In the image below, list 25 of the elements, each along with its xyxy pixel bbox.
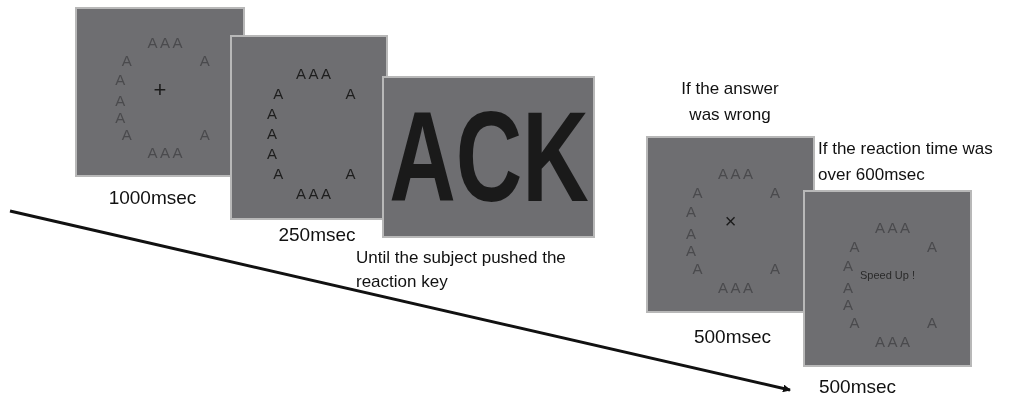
stimulus-letter: A bbox=[345, 165, 356, 181]
condition-caption: If the answer was wrong bbox=[680, 78, 780, 126]
stimulus-letter: A bbox=[267, 145, 278, 161]
stimulus-letter: A bbox=[267, 105, 278, 121]
condition-caption: If the reaction time was over 600msec bbox=[818, 138, 994, 186]
stimulus-screen bbox=[75, 7, 245, 177]
stimulus-text: + bbox=[153, 75, 167, 104]
screen-caption: 1000msec bbox=[107, 186, 198, 210]
stimulus-letter: A A A bbox=[296, 185, 332, 201]
stimulus-letter: A bbox=[345, 85, 356, 101]
screen-caption: Until the subject pushed the reaction key bbox=[356, 247, 567, 293]
stimulus-screen bbox=[803, 190, 972, 367]
stimulus-screen bbox=[382, 76, 595, 238]
duration-label: 500msec bbox=[817, 375, 898, 399]
stimulus-letter: A bbox=[273, 165, 284, 181]
stimulus-text: ACK bbox=[388, 93, 589, 221]
stimulus-text: × bbox=[724, 209, 737, 235]
duration-label: 500msec bbox=[692, 325, 773, 349]
stimulus-letter: A bbox=[273, 85, 284, 101]
stimulus-letter: A bbox=[267, 125, 278, 141]
stimulus-screen bbox=[646, 136, 815, 313]
stimulus-text: Speed Up ! bbox=[860, 267, 915, 283]
stimulus-letter: A A A bbox=[296, 65, 332, 81]
stimulus-screen bbox=[230, 35, 388, 220]
screen-caption: 250msec bbox=[277, 223, 357, 247]
